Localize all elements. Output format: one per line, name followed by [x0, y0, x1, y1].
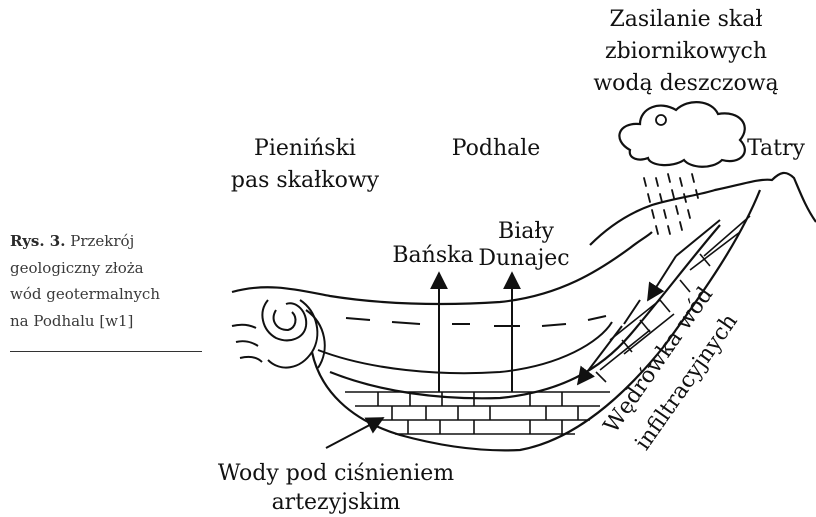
label-pieniny-line-1: Pieniński	[254, 136, 356, 161]
label-banska: Bańska	[392, 243, 473, 268]
artesian-arrow	[326, 418, 383, 448]
label-podhale: Podhale	[452, 136, 541, 161]
infiltration-flow-line-2	[624, 300, 640, 324]
cloud-swirl	[656, 115, 666, 125]
pieninian-klippen-folds	[232, 300, 325, 368]
label-recharge-line-3: wodą deszczową	[593, 71, 778, 96]
infiltration-arrow-upper	[648, 256, 676, 300]
label-pieniny-line-2: pas skałkowy	[231, 168, 380, 193]
label-recharge-line-1: Zasilanie skał	[610, 7, 763, 32]
label-recharge-line-2: zbiornikowych	[605, 39, 767, 64]
strata-dashes	[346, 316, 606, 326]
label-tatry: Tatry	[747, 136, 805, 161]
label-artesian-line-2: artezyjskim	[272, 490, 401, 515]
label-bialy-line-1: Biały	[498, 219, 554, 244]
label-bialy-line-2: Dunajec	[478, 246, 569, 271]
flysch-layer-line	[318, 322, 612, 373]
label-artesian-line-1: Wody pod ciśnieniem	[218, 461, 454, 486]
cloud-icon	[619, 102, 744, 167]
